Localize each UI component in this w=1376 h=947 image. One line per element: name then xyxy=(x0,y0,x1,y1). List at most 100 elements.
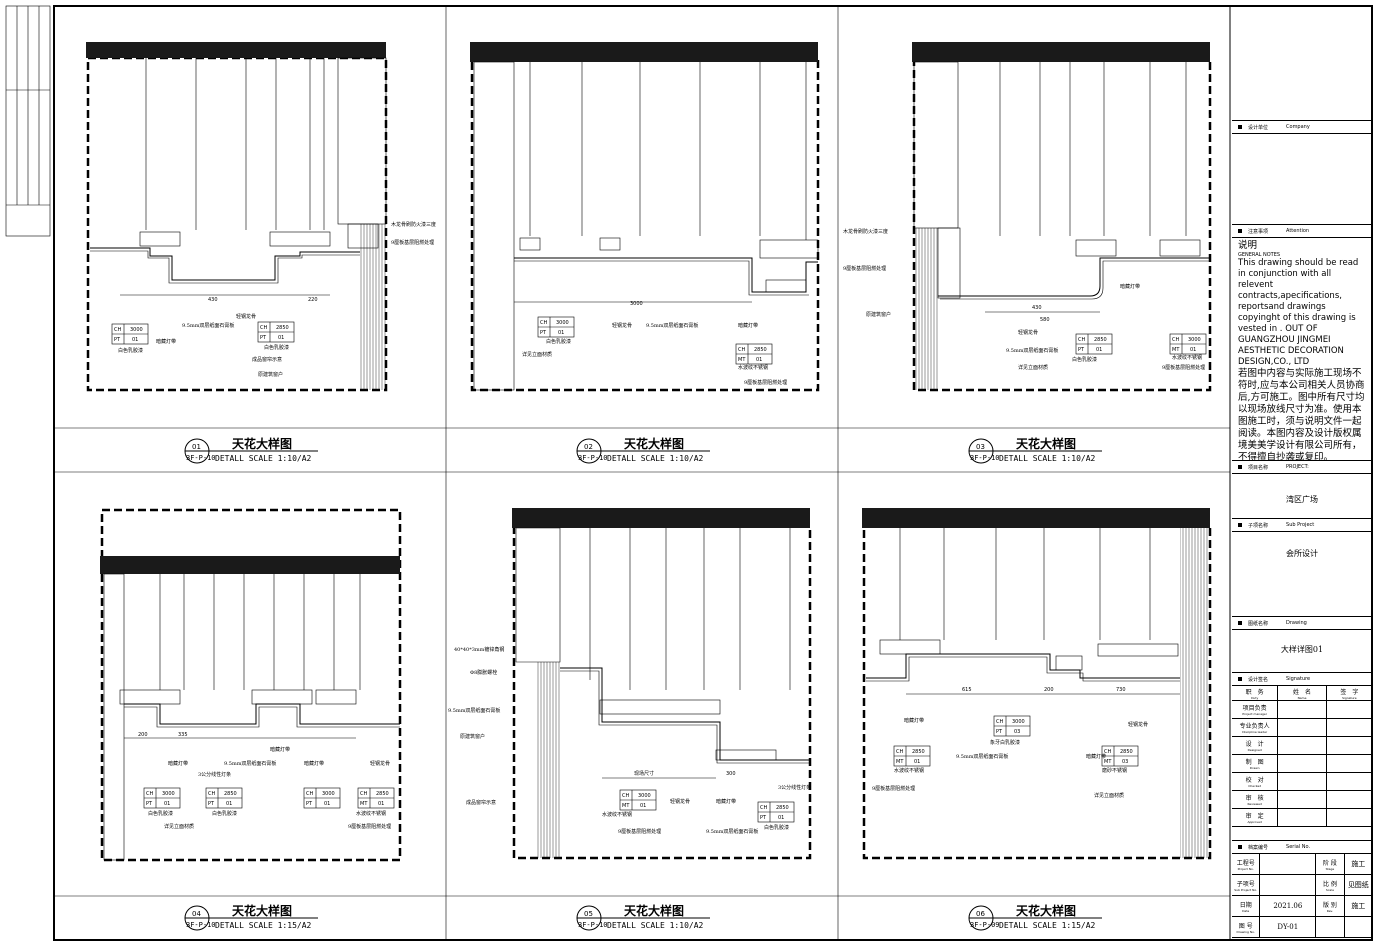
annotation-label: 白色乳胶漆 xyxy=(148,810,173,817)
svg-text:01: 01 xyxy=(132,337,138,343)
panel-title-03: 03 天花大样图 3F-P-10 DETALL SCALE 1:10/A2 xyxy=(968,436,1102,464)
left-margin-strip xyxy=(5,5,51,237)
svg-text:CH: CH xyxy=(540,320,547,326)
svg-text:CH: CH xyxy=(306,791,313,797)
panel-scale: DETALL SCALE 1:15/A2 xyxy=(999,921,1096,930)
annotation-label: 水波纹不锈钢 xyxy=(1172,354,1202,361)
svg-text:CH: CH xyxy=(760,805,767,811)
annotation-label: 详见立面材质 xyxy=(164,823,194,830)
annotation-label: 轻钢龙骨 xyxy=(370,760,390,767)
panel-number: 04 xyxy=(192,910,201,918)
detail-panel-06: 615 200 730 暗藏灯带 9.5mm双层纸面石膏板 象牙白乳胶漆 水波纹… xyxy=(862,508,1212,860)
dim-label: 580 xyxy=(1040,317,1050,323)
annotation-label: Φ8膨胀螺栓 xyxy=(470,669,497,676)
svg-text:MT: MT xyxy=(360,801,368,807)
bullet-icon xyxy=(1238,523,1242,527)
annotation-label: 原建筑窗户 xyxy=(866,311,891,318)
svg-text:MT: MT xyxy=(1104,759,1112,765)
svg-text:2850: 2850 xyxy=(1120,749,1133,755)
svg-text:01: 01 xyxy=(378,801,384,807)
annotation-label: 9厘板基层阻燃处理 xyxy=(872,785,915,792)
svg-text:01: 01 xyxy=(226,801,232,807)
bullet-icon xyxy=(1238,621,1242,625)
svg-text:01: 01 xyxy=(756,357,762,363)
svg-text:3000: 3000 xyxy=(1188,337,1201,343)
annotation-label: 暗藏灯带 xyxy=(716,798,736,805)
annotation-label: 木龙骨刷防火漆三度 xyxy=(391,221,436,228)
annotation-label: 磨砂不锈钢 xyxy=(1102,767,1127,774)
annotation-label: 白色乳胶漆 xyxy=(212,810,237,817)
annotation-label: 9.5mm双层纸面石膏板 xyxy=(956,753,1008,760)
annotation-label: 轻钢龙骨 xyxy=(236,313,256,320)
bullet-icon xyxy=(1238,465,1242,469)
annotation-label: 暗藏灯带 xyxy=(1086,753,1106,760)
svg-text:2850: 2850 xyxy=(754,347,767,353)
annotation-label: 成品窗帘示意 xyxy=(252,356,282,363)
annotation-label: 暗藏灯带 xyxy=(304,760,324,767)
annotation-label: 3公分线性灯条 xyxy=(778,784,811,791)
dim-label: 220 xyxy=(308,297,318,303)
annotation-label: 9厘板基层阻燃处理 xyxy=(348,823,391,830)
svg-text:PT: PT xyxy=(260,335,267,341)
panel-ref: 3F-P-10 xyxy=(186,921,216,929)
svg-text:CH: CH xyxy=(360,791,367,797)
annotation-label: 9厘板基层阻燃处理 xyxy=(843,265,886,272)
detail-panel-05: 现场尺寸 300 40*40*3mm镀锌角钢 Φ8膨胀螺栓 9.5mm双层纸面石… xyxy=(448,508,812,860)
panel-ref: 3F-P-10 xyxy=(186,454,216,462)
drawing-name: 大样详图01 xyxy=(1280,645,1324,654)
dim-label: 730 xyxy=(1116,687,1126,693)
annotation-label: 水波纹不锈钢 xyxy=(894,767,924,774)
svg-text:PT: PT xyxy=(306,801,313,807)
annotation-label: 白色乳胶漆 xyxy=(1072,356,1097,363)
svg-text:2850: 2850 xyxy=(1094,337,1107,343)
svg-text:PT: PT xyxy=(996,729,1003,735)
annotation-label: 9.5mm双层纸面石膏板 xyxy=(1006,347,1058,354)
panel-scale: DETALL SCALE 1:10/A2 xyxy=(999,454,1096,463)
svg-text:01: 01 xyxy=(164,801,170,807)
notes-chinese: 若图中内容与实际施工现场不符时,应与本公司相关人员协商后,方可施工。图中所有尺寸… xyxy=(1238,368,1365,463)
annotation-label: 水波纹不锈钢 xyxy=(738,364,768,371)
dim-label: 430 xyxy=(208,297,218,303)
notes-english: This drawing should be read in conjuncti… xyxy=(1238,258,1359,367)
annotation-label: 原建筑窗户 xyxy=(258,371,283,378)
annotation-label: 详见立面材质 xyxy=(1018,364,1048,371)
panel-title-06: 06 天花大样图 3F-P-09 DETALL SCALE 1:15/A2 xyxy=(968,903,1102,931)
panel-ref: 3F-P-09 xyxy=(970,921,1000,929)
svg-text:MT: MT xyxy=(622,803,630,809)
svg-text:PT: PT xyxy=(1078,347,1085,353)
svg-text:PT: PT xyxy=(208,801,215,807)
panel-ref: 3F-P-10 xyxy=(970,454,1000,462)
bullet-icon xyxy=(1238,845,1242,849)
svg-text:03: 03 xyxy=(1014,729,1020,735)
notes-subtitle: GENERAL NOTES xyxy=(1238,252,1281,258)
annotation-label: 水波纹不锈钢 xyxy=(602,811,632,818)
annotation-label: 木龙骨刷防火漆三度 xyxy=(843,228,888,235)
detail-panel-02: 3000 轻钢龙骨 9.5mm双层纸面石膏板 暗藏灯带 白色乳胶漆 详见立面材质… xyxy=(470,42,820,392)
panel-number: 02 xyxy=(584,443,593,451)
annotation-label: 白色乳胶漆 xyxy=(264,344,289,351)
svg-text:03: 03 xyxy=(1122,759,1128,765)
panel-title-05: 05 天花大样图 3F-P-10 DETALL SCALE 1:10/A2 xyxy=(576,903,710,931)
detail-panel-04: 200 335 暗藏灯带 3公分线性灯条 9.5mm双层纸面石膏板 暗藏灯带 暗… xyxy=(100,508,402,862)
svg-text:2850: 2850 xyxy=(912,749,925,755)
svg-text:CH: CH xyxy=(260,325,267,331)
svg-text:CH: CH xyxy=(146,791,153,797)
svg-text:MT: MT xyxy=(1172,347,1180,353)
panel-title: 天花大样图 xyxy=(232,903,292,918)
dim-label: 200 xyxy=(138,732,148,738)
